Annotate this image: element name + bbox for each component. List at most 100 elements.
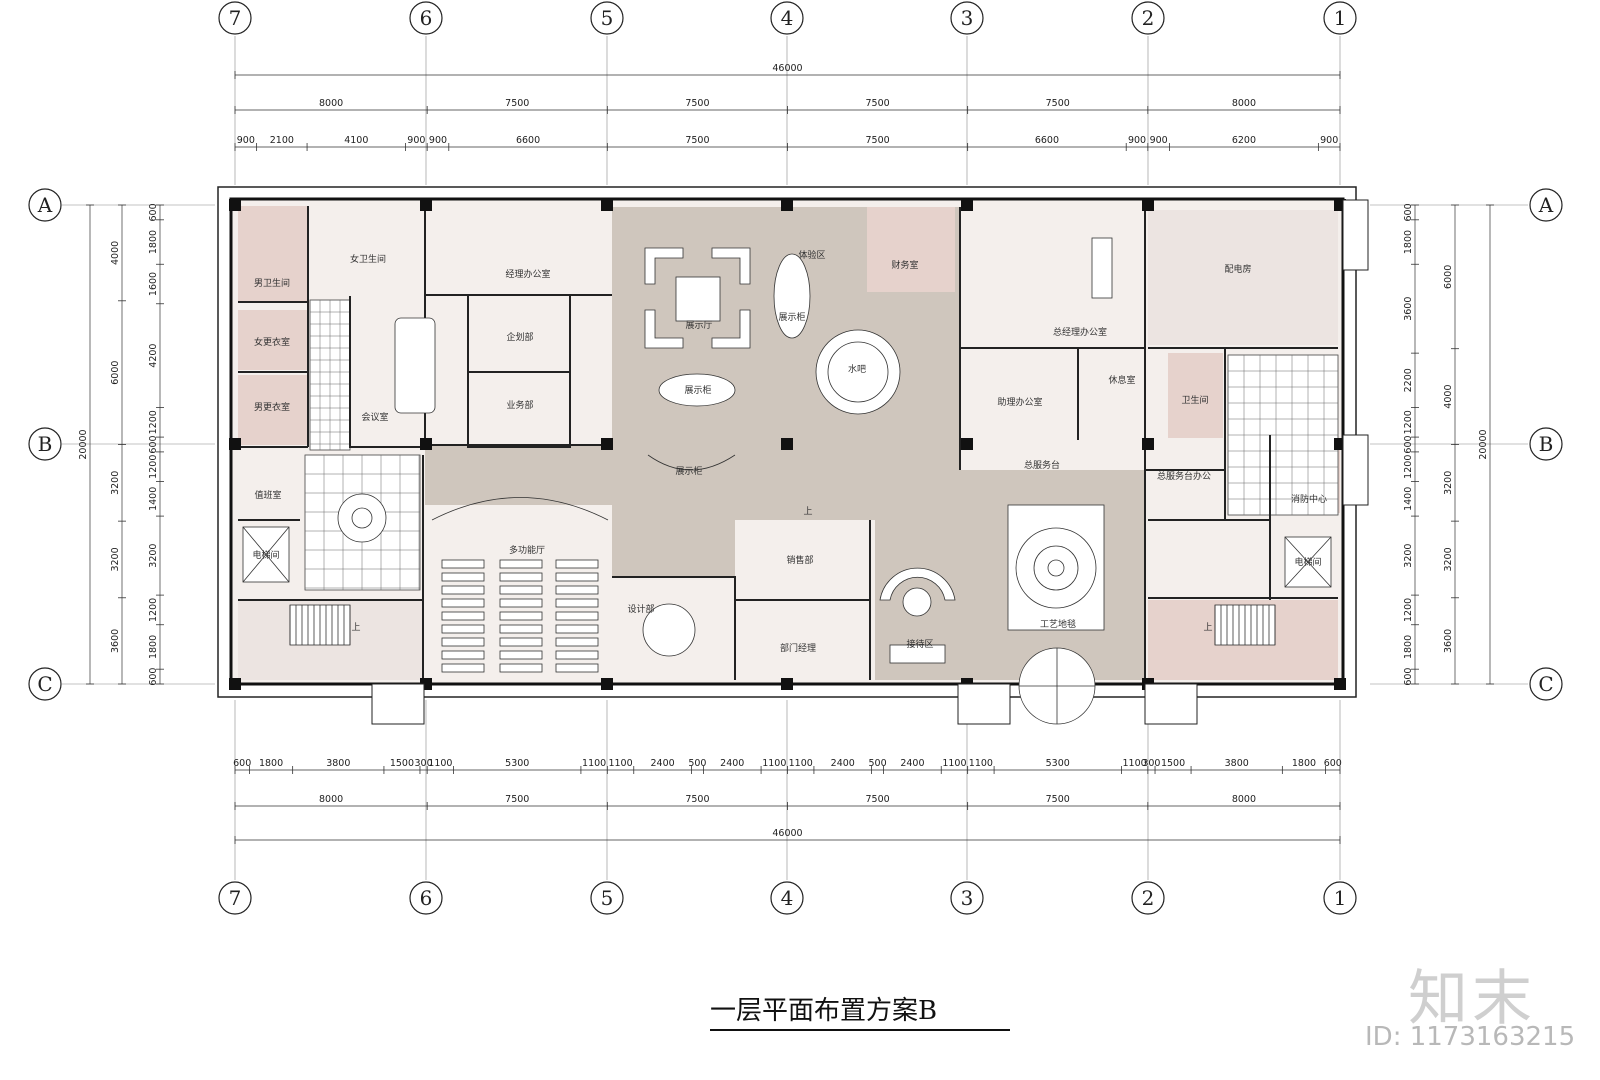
dim-bottom-bay-1: 7500 (505, 794, 529, 805)
dim-left-detail-8: 3200 (148, 544, 159, 568)
dim-right-detail-11: 600 (1403, 668, 1414, 686)
axis-bubble-bottom-7 (218, 881, 252, 915)
dim-left-mid-2: 3200 (110, 471, 121, 495)
dim-right-detail-8: 3200 (1403, 544, 1414, 568)
room-label-reception: 接待区 (906, 638, 933, 650)
dim-left-detail-11: 600 (148, 668, 159, 686)
dim-left-detail-6: 1200 (148, 455, 159, 479)
room-label-service-office: 总服务台办公 (1157, 470, 1211, 482)
axis-label-top-2: 2 (1142, 6, 1155, 30)
watermark-id: ID: 1173163215 (1365, 1022, 1576, 1052)
dim-top-detail-9: 900 (1128, 135, 1146, 146)
dim-bottom-detail-15: 500 (869, 758, 887, 769)
room-label-meeting: 会议室 (361, 411, 388, 423)
watermark-logo: 知末 (1408, 964, 1536, 1034)
dim-bottom-bay-4: 7500 (1046, 794, 1070, 805)
axis-bubble-right-C (1529, 667, 1563, 701)
dim-bottom-detail-0: 600 (233, 758, 251, 769)
dim-right-detail-4: 1200 (1403, 410, 1414, 434)
axis-bubble-top-7 (218, 1, 252, 35)
room-label-stair-r: 上 (1203, 622, 1212, 633)
dim-right-detail-1: 1800 (1403, 230, 1414, 254)
room-label-finance: 财务室 (891, 259, 918, 271)
axis-bubble-top-3 (950, 1, 984, 35)
room-label-men-wc: 男卫生间 (254, 277, 290, 289)
room-label-stair-l: 上 (351, 622, 360, 633)
axis-label-bottom-6: 6 (420, 886, 433, 910)
dim-left-mid-4: 3600 (110, 629, 121, 653)
dim-bottom-detail-21: 300 (1142, 758, 1160, 769)
axis-label-bottom-7: 7 (229, 886, 242, 910)
dim-bottom-bay-0: 8000 (319, 794, 343, 805)
axis-label-right-B: B (1539, 432, 1554, 456)
dim-top-bay-3: 7500 (865, 98, 889, 109)
dim-top-detail-11: 6200 (1232, 135, 1256, 146)
room-label-sales: 销售部 (786, 554, 813, 566)
axis-label-bottom-1: 1 (1334, 886, 1347, 910)
axis-bubble-top-2 (1131, 1, 1165, 35)
axis-label-bottom-4: 4 (781, 886, 794, 910)
room-label-business: 业务部 (506, 399, 533, 411)
building-outline (217, 186, 1369, 725)
room-label-design: 设计部 (627, 603, 654, 615)
room-label-women-locker: 女更衣室 (254, 336, 290, 348)
room-label-elevator-l: 电梯间 (252, 549, 279, 561)
axis-bubble-bottom-3 (950, 881, 984, 915)
room-label-power-room: 配电房 (1224, 263, 1251, 275)
dim-bottom-detail-24: 1800 (1292, 758, 1316, 769)
axis-label-right-A: A (1538, 193, 1554, 217)
dim-right-detail-9: 1200 (1403, 598, 1414, 622)
dim-bottom-detail-2: 3800 (326, 758, 350, 769)
dim-right-mid-1: 4000 (1443, 385, 1454, 409)
axis-bubble-right-B (1529, 427, 1563, 461)
dim-right-detail-10: 1800 (1403, 635, 1414, 659)
dim-left-mid-3: 3200 (110, 547, 121, 571)
dim-bottom-detail-20: 1100 (1123, 758, 1147, 769)
furniture (242, 237, 1332, 725)
room-label-dept-manager: 部门经理 (780, 642, 816, 654)
dim-bottom-detail-4: 300 (415, 758, 433, 769)
drawing-title: 一层平面布置方案B (710, 990, 1010, 1031)
dim-top-detail-6: 7500 (685, 135, 709, 146)
axis-label-left-C: C (37, 672, 52, 696)
dim-bottom-detail-23: 3800 (1225, 758, 1249, 769)
dim-left-detail-4: 1200 (148, 410, 159, 434)
axis-bubble-bottom-4 (770, 881, 804, 915)
room-label-men-locker: 男更衣室 (254, 401, 290, 413)
axis-bubble-left-A (28, 188, 62, 222)
dim-right-detail-0: 600 (1403, 203, 1414, 221)
dim-top-detail-3: 900 (407, 135, 425, 146)
dim-bottom-detail-10: 500 (688, 758, 706, 769)
dim-bottom-detail-6: 5300 (505, 758, 529, 769)
dim-right-detail-2: 3600 (1403, 297, 1414, 321)
dim-right-detail-3: 2200 (1403, 368, 1414, 392)
dim-right-detail-5: 600 (1403, 435, 1414, 453)
axis-bubble-bottom-2 (1131, 881, 1165, 915)
axis-label-bottom-2: 2 (1142, 886, 1155, 910)
room-label-water-bar: 水吧 (848, 363, 866, 375)
dim-bottom-detail-11: 2400 (720, 758, 744, 769)
dim-bottom-detail-7: 1100 (582, 758, 606, 769)
axis-label-right-C: C (1538, 672, 1553, 696)
dim-bottom-detail-17: 1100 (942, 758, 966, 769)
axis-bubble-right-A (1529, 188, 1563, 222)
dim-bottom-detail-25: 600 (1324, 758, 1342, 769)
axis-label-left-B: B (38, 432, 53, 456)
room-label-assistant-office: 助理办公室 (997, 396, 1042, 408)
dim-top-detail-7: 7500 (865, 135, 889, 146)
dim-right-mid-0: 6000 (1443, 265, 1454, 289)
dim-top-detail-4: 900 (429, 135, 447, 146)
dim-left-detail-1: 1800 (148, 230, 159, 254)
dim-top-bay-5: 8000 (1232, 98, 1256, 109)
axis-label-top-4: 4 (781, 6, 794, 30)
room-label-craft-carpet: 工艺地毯 (1040, 618, 1076, 630)
dim-right-detail-7: 1400 (1403, 487, 1414, 511)
room-label-manager-office: 经理办公室 (505, 268, 550, 280)
dim-bottom-bay-5: 8000 (1232, 794, 1256, 805)
room-label-up-arrow: 上 (803, 506, 812, 517)
dim-left-detail-0: 600 (148, 203, 159, 221)
